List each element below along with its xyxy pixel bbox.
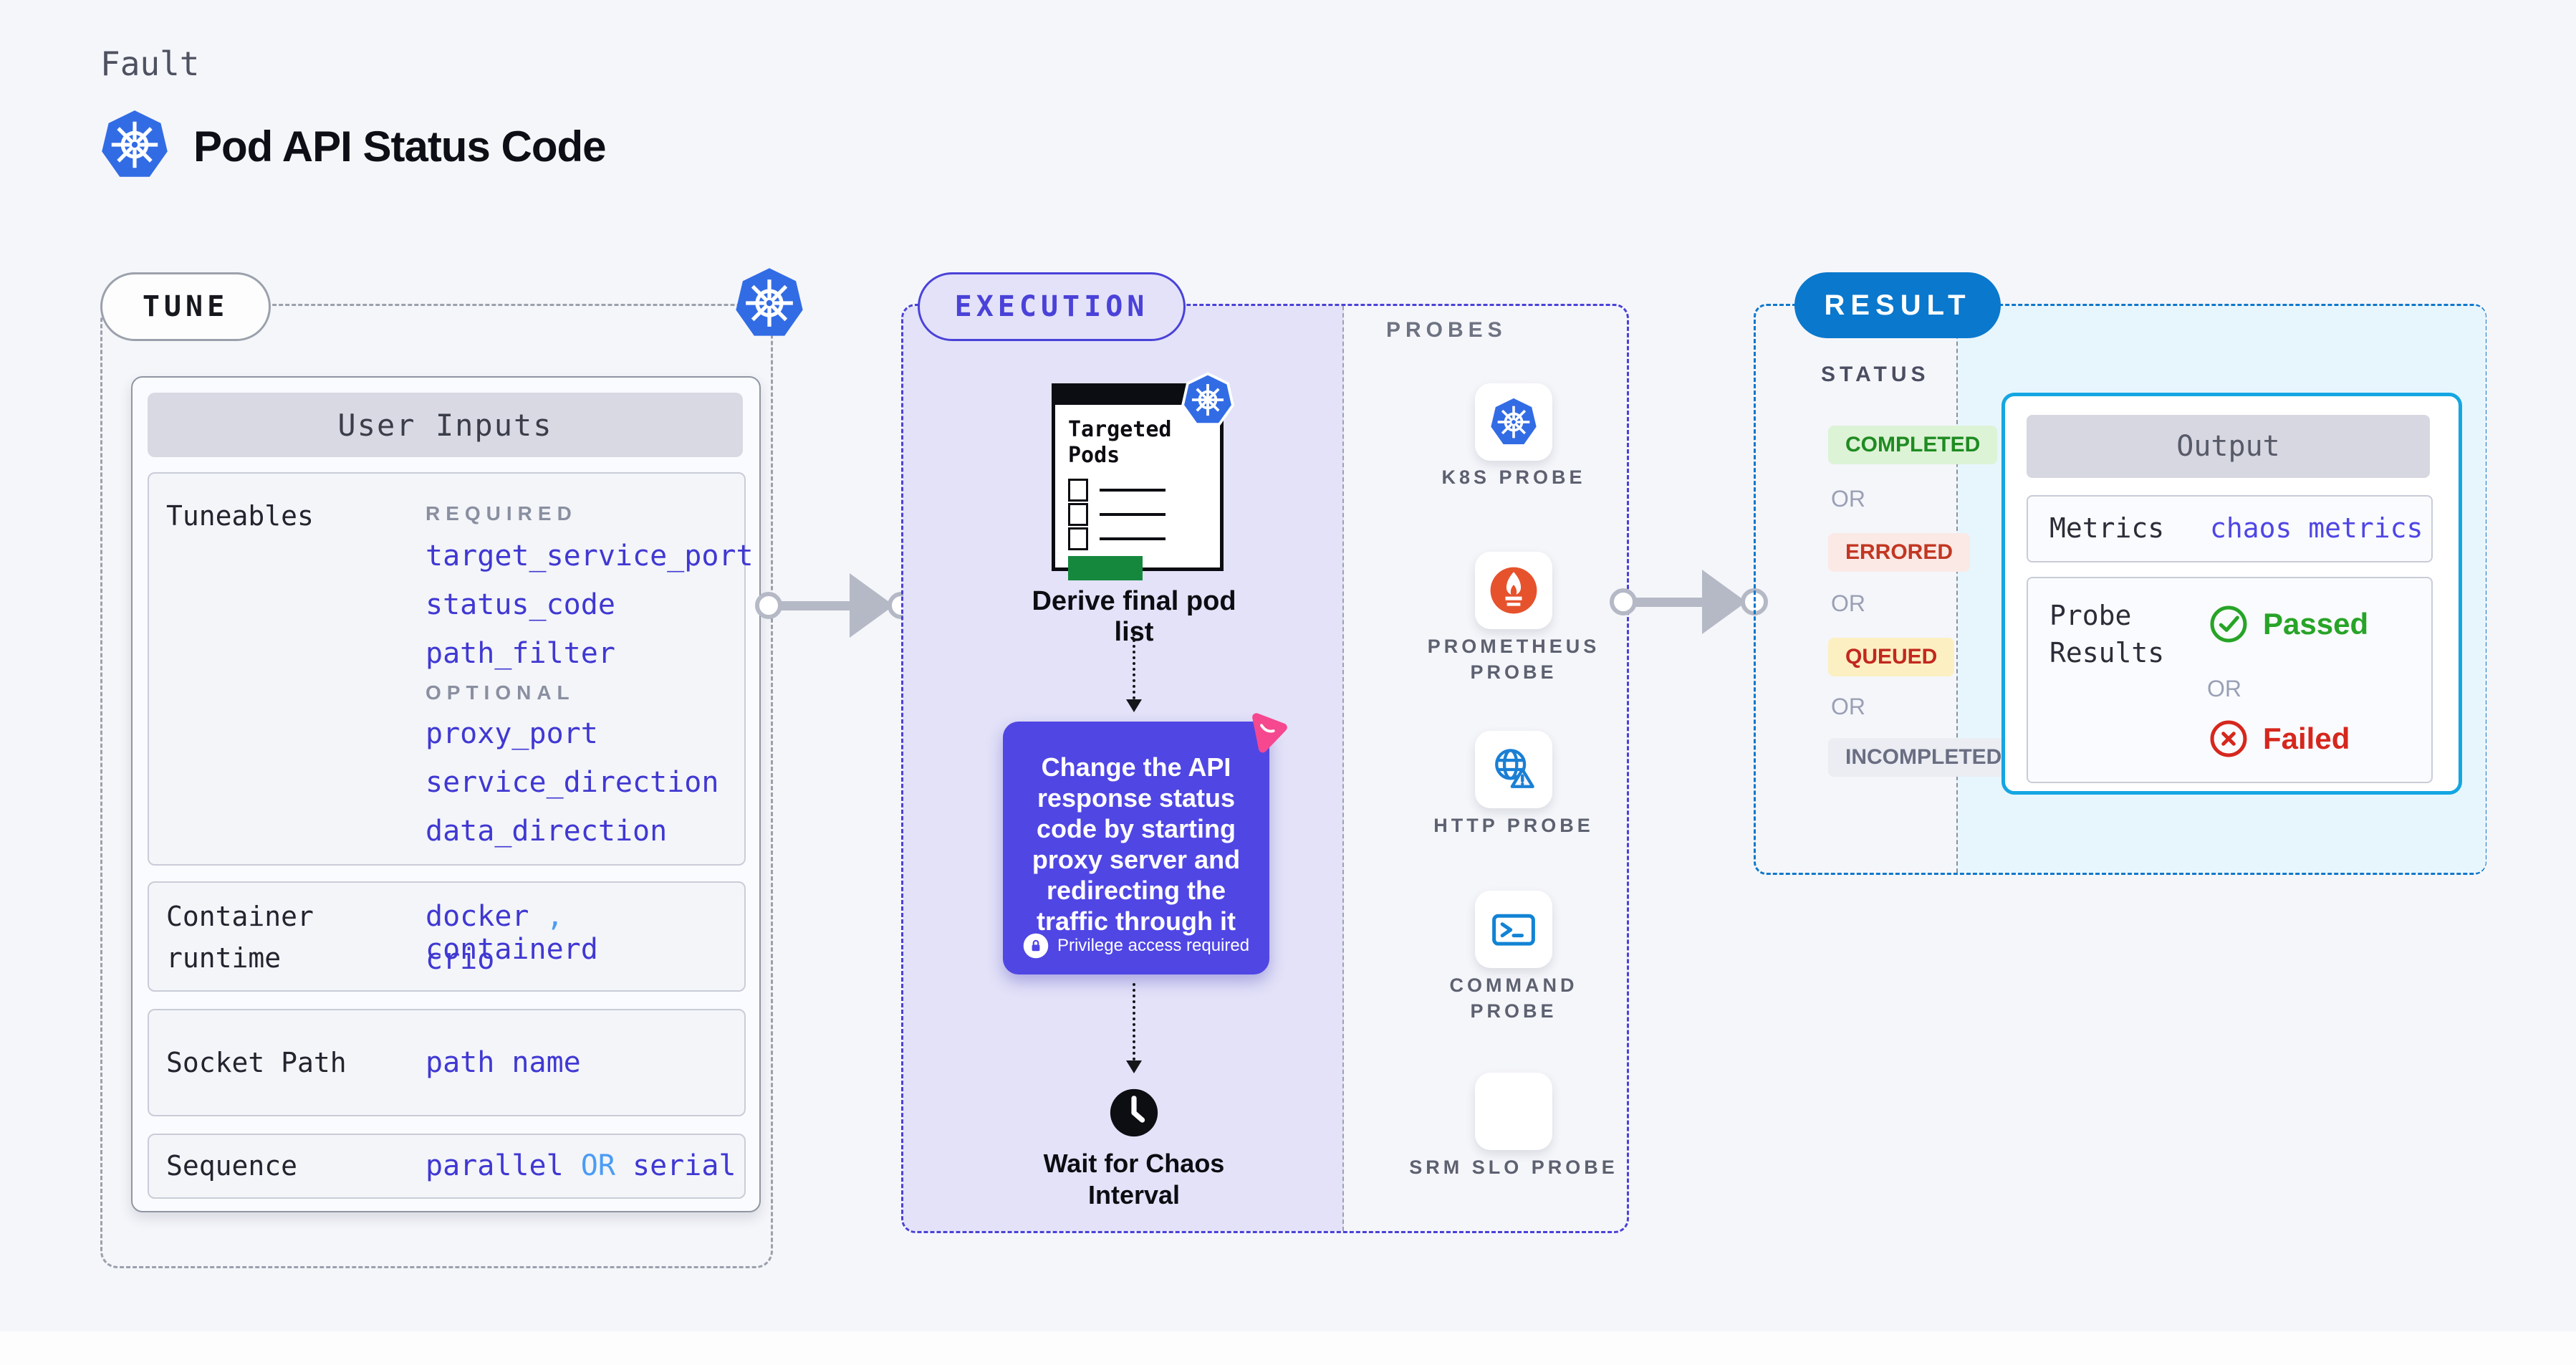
- container-runtime-row: Container runtime docker , containerd cr…: [148, 881, 746, 992]
- status-badge-errored: ERRORED: [1828, 533, 1971, 572]
- flow-connector: [1133, 633, 1135, 699]
- probe-card-prometheus: [1475, 552, 1552, 629]
- probe-card-k8s: [1475, 383, 1552, 461]
- probe-results-row: Probe Results Passed OR Failed: [2027, 577, 2433, 783]
- fault-action-text: Change the API response status code by s…: [1032, 752, 1241, 936]
- status-title: STATUS: [1821, 363, 1930, 386]
- container-runtime-value-crio: crio: [426, 943, 495, 976]
- or-label: OR: [1831, 486, 1865, 512]
- list-line: [1100, 489, 1166, 492]
- probe-card-http: [1475, 731, 1552, 808]
- tuneable-required-value: path_filter: [426, 637, 615, 670]
- socket-path-row: Socket Path path name: [148, 1009, 746, 1116]
- or-label: OR: [1831, 590, 1865, 616]
- status-badge-completed: COMPLETED: [1828, 426, 1998, 464]
- probe-label: HTTP PROBE: [1433, 815, 1594, 836]
- clock-icon: [1108, 1087, 1160, 1139]
- or-label: OR: [2207, 676, 2241, 701]
- progress-bar: [1068, 556, 1143, 580]
- terminal-icon: [1488, 904, 1539, 955]
- probe-result-passed: Passed: [2209, 604, 2368, 644]
- metrics-row: Metrics chaos metrics: [2027, 495, 2433, 562]
- privilege-note-text: Privilege access required: [1057, 936, 1250, 955]
- output-title: Output: [2027, 415, 2430, 478]
- check-circle-icon: [2209, 604, 2249, 644]
- kubernetes-icon: [97, 106, 172, 183]
- tune-pill: TUNE: [100, 272, 271, 341]
- sequence-row: Sequence parallel OR serial: [148, 1134, 746, 1199]
- optional-label: OPTIONAL: [426, 681, 575, 704]
- probe-result-failed: Failed: [2209, 719, 2350, 759]
- list-line: [1100, 537, 1166, 540]
- sequence-label: Sequence: [166, 1150, 298, 1182]
- required-label: REQUIRED: [426, 502, 577, 525]
- passed-label: Passed: [2263, 607, 2369, 641]
- pod-list-item: [1068, 479, 1166, 502]
- checkbox-icon: [1068, 503, 1088, 526]
- wait-chaos-interval-label: Wait for Chaos Interval: [1043, 1149, 1225, 1210]
- tuneable-optional-value: proxy_port: [426, 717, 598, 750]
- or-label: OR: [1831, 694, 1865, 719]
- probe-label: COMMAND PROBE: [1449, 974, 1578, 1022]
- failed-label: Failed: [2263, 722, 2350, 755]
- probe-label: SRM SLO PROBE: [1409, 1156, 1618, 1178]
- socket-path-value: path name: [426, 1046, 581, 1079]
- tuneables-row: Tuneables REQUIRED target_service_port s…: [148, 472, 754, 866]
- chaos-icon: [1245, 708, 1291, 754]
- tuneable-optional-value: data_direction: [426, 815, 668, 848]
- kubernetes-icon: [1488, 396, 1539, 448]
- kubernetes-icon: [731, 264, 807, 343]
- tuneable-optional-value: service_direction: [426, 766, 719, 799]
- fault-kicker: Fault: [100, 44, 200, 83]
- result-pill: RESULT: [1794, 272, 2001, 338]
- status-badge-queued: QUEUED: [1828, 638, 1955, 676]
- status-badge-incompleted: INCOMPLETED: [1828, 738, 2019, 777]
- http-globe-warning-icon: [1488, 744, 1539, 795]
- slo-pie-check-icon: [1488, 1086, 1539, 1137]
- list-line: [1100, 513, 1166, 516]
- tuneable-required-value: target_service_port: [426, 540, 754, 573]
- checkbox-icon: [1068, 479, 1088, 502]
- pod-list-item: [1068, 527, 1166, 550]
- pod-list-item: [1068, 503, 1166, 526]
- probe-label: PROMETHEUS PROBE: [1427, 636, 1600, 683]
- flow-connector: [1133, 983, 1135, 1060]
- tuneables-label: Tuneables: [166, 500, 314, 532]
- container-runtime-label: Container runtime: [166, 901, 314, 974]
- arrow-down-icon: [1126, 1060, 1142, 1073]
- probe-label: K8S PROBE: [1441, 466, 1586, 488]
- prometheus-icon: [1488, 565, 1539, 616]
- probes-title: PROBES: [1386, 318, 1507, 342]
- sequence-value: parallel OR serial: [426, 1149, 736, 1182]
- lock-icon: [1023, 933, 1049, 959]
- probe-card-command: [1475, 891, 1552, 968]
- metrics-value: chaos metrics: [2210, 512, 2423, 544]
- x-circle-icon: [2209, 719, 2249, 759]
- metrics-label: Metrics: [2049, 512, 2165, 544]
- probe-results-label: Probe Results: [2049, 600, 2165, 669]
- privilege-note: Privilege access required: [1003, 933, 1269, 959]
- probe-card-srm-slo: [1475, 1073, 1552, 1150]
- container-runtime-values: docker , containerd: [426, 900, 598, 966]
- targeted-pods-title: Targeted Pods: [1068, 417, 1172, 468]
- user-inputs-title: User Inputs: [148, 393, 743, 457]
- kubernetes-icon: [1181, 371, 1235, 428]
- execution-pill: EXECUTION: [918, 272, 1186, 341]
- socket-path-label: Socket Path: [166, 1047, 347, 1078]
- fault-action-card: Change the API response status code by s…: [1003, 722, 1269, 974]
- page-title: Pod API Status Code: [193, 122, 606, 171]
- output-card: Output Metrics chaos metrics Probe Resul…: [2001, 393, 2462, 795]
- checkbox-icon: [1068, 527, 1088, 550]
- user-inputs-card: User Inputs Tuneables REQUIRED target_se…: [131, 376, 761, 1212]
- tuneable-required-value: status_code: [426, 588, 615, 621]
- derive-pod-list-label: Derive final pod list: [1032, 586, 1236, 647]
- bottom-strip: [0, 1331, 2576, 1365]
- arrow-down-icon: [1126, 699, 1142, 712]
- tune-section-box: [100, 304, 773, 1268]
